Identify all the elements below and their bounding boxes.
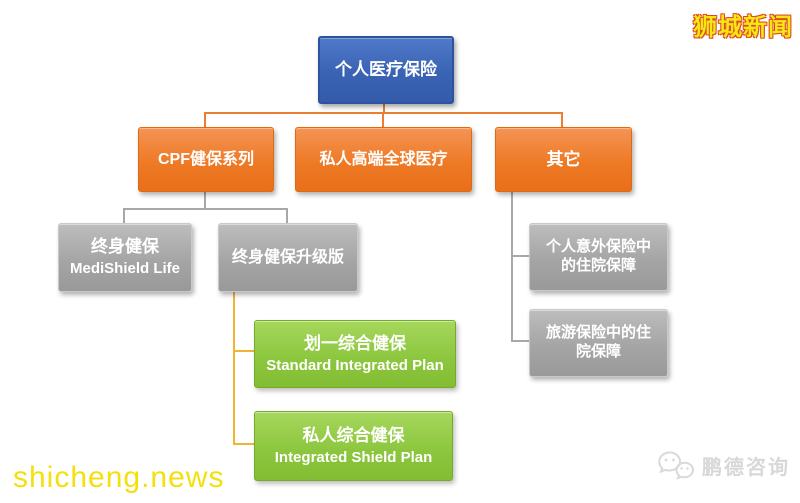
site-watermark-top-right: 狮城新闻: [693, 14, 793, 41]
site-watermark-bottom-left: shicheng.news: [13, 461, 225, 494]
node-medishield-life: 终身健保 MediShield Life: [58, 223, 192, 292]
node-private-global-label: 私人高端全球医疗: [319, 150, 448, 168]
connector-medishield-drop: [123, 208, 125, 223]
connector-accident-elbow: [511, 255, 529, 257]
connector-cpf-drop: [204, 112, 206, 127]
node-travel-line2: 院保障: [575, 343, 621, 360]
node-standard-title: 划一综合健保: [304, 333, 406, 353]
wechat-bubbles-icon: [656, 449, 696, 481]
connector-standard-elbow: [233, 350, 254, 352]
node-medishield-title: 终身健保: [91, 237, 159, 256]
node-root-label: 个人医疗保险: [335, 60, 437, 80]
connector-private-elbow: [233, 443, 254, 445]
node-private-ip-title: 私人综合健保: [302, 425, 405, 445]
connector-private-global-drop: [382, 112, 384, 127]
connector-travel-elbow: [511, 340, 529, 342]
connector-cpf-vertical: [204, 190, 206, 209]
node-travel-line1: 旅游保险中的住: [545, 324, 651, 342]
consultancy-watermark-label: 鹏德咨询: [702, 456, 790, 479]
connector-other-vertical: [511, 190, 513, 342]
node-private-ip-subtitle: Integrated Shield Plan: [274, 448, 433, 466]
node-cpf-series-label: CPF健保系列: [157, 150, 254, 168]
node-integrated-shield-plan: 私人综合健保 Integrated Shield Plan: [254, 411, 453, 481]
node-standard-subtitle: Standard Integrated Plan: [266, 356, 444, 374]
node-medishield-subtitle: MediShield Life: [69, 260, 180, 278]
node-other: 其它: [495, 127, 632, 192]
node-standard-integrated-plan: 划一综合健保 Standard Integrated Plan: [254, 320, 456, 388]
consultancy-watermark: 鹏德咨询: [656, 449, 790, 481]
node-accident-line1: 个人意外保险中: [545, 238, 651, 256]
node-accident-hospital-cover: 个人意外保险中 的住院保障: [529, 223, 668, 291]
connector-upgraded-vertical: [233, 290, 235, 445]
node-other-label: 其它: [546, 149, 581, 169]
node-upgraded-label: 终身健保升级版: [231, 248, 344, 266]
connector-upgraded-drop: [286, 208, 288, 223]
node-accident-line2: 的住院保障: [560, 257, 636, 274]
node-private-global: 私人高端全球医疗: [295, 127, 472, 192]
node-root: 个人医疗保险: [318, 36, 454, 104]
connector-other-drop: [561, 112, 563, 127]
connector-root-vertical: [383, 100, 385, 113]
node-cpf-series: CPF健保系列: [138, 127, 274, 192]
node-travel-hospital-cover: 旅游保险中的住 院保障: [529, 309, 668, 377]
node-upgraded-medishield: 终身健保升级版: [218, 223, 358, 292]
connector-cpf-bus: [123, 208, 288, 210]
